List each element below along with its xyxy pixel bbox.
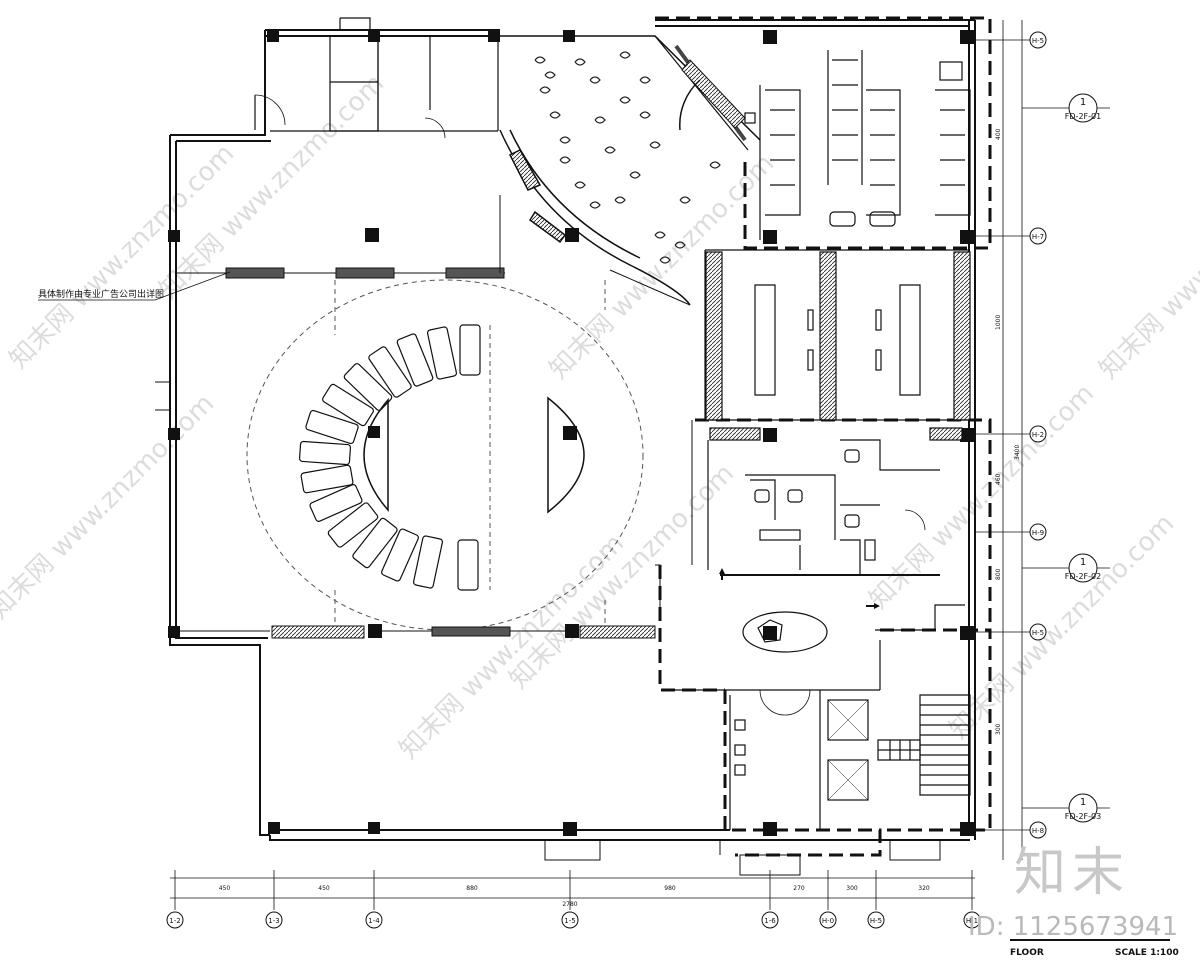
grid-label: H-7 (1032, 233, 1044, 241)
watermark-text: 知末网 www.znzmo.com (0, 389, 220, 625)
watermark-id: ID: 1125673941 (968, 912, 1179, 942)
dimension-label: 300 (846, 885, 858, 892)
grid-bubble (819, 911, 837, 929)
title-scale: SCALE 1:100 (1115, 948, 1179, 958)
lobby-reception (665, 604, 965, 691)
structural-columns (168, 30, 974, 836)
grid-bubble (867, 911, 885, 929)
grid-label: H-0 (822, 917, 834, 925)
grid-label: 1-2 (169, 917, 180, 925)
title-floor: FLOOR (1010, 948, 1044, 958)
grid-bubble (166, 911, 184, 929)
toilet-block-top (744, 50, 971, 240)
note-callout: 具体制作由专业广告公司出详图 (38, 271, 231, 301)
grid-label: 1-5 (564, 917, 575, 925)
grid-bubble (1029, 623, 1047, 641)
grid-label: H-5 (870, 917, 882, 925)
circulation-arrows (719, 568, 880, 609)
grid-label: 1-4 (368, 917, 380, 925)
title-block: FLOOR SCALE 1:100 (1010, 939, 1179, 958)
glass-partitions (176, 267, 565, 637)
dimension-label: 800 (995, 568, 1002, 580)
note-callout-text: 具体制作由专业广告公司出详图 (38, 288, 164, 300)
curved-hall (499, 35, 761, 306)
right-grid-axis (1002, 20, 1023, 860)
dimension-label: 270 (793, 885, 805, 892)
interior-lines (155, 195, 941, 876)
dimension-total: 2780 (562, 901, 577, 908)
dimension-label: 400 (995, 128, 1002, 140)
grid-bubble (365, 911, 383, 929)
grid-label: H-9 (1032, 529, 1044, 537)
stage-half-moons (363, 396, 585, 514)
section-ref-number: 1 (1080, 797, 1086, 808)
grid-bubble (1029, 821, 1047, 839)
section-ref-code: FD-2F-03 (1065, 812, 1101, 821)
dimension-label: 460 (995, 473, 1002, 485)
grid-bubble (1029, 227, 1047, 245)
section-ref-circle (1068, 93, 1098, 123)
grid-label: 1-6 (764, 917, 776, 925)
section-ref-circle (1068, 553, 1098, 583)
section-ref-code: FD-2F-02 (1065, 572, 1101, 581)
dimension-label: 300 (995, 723, 1002, 735)
grid-bubble (1029, 31, 1047, 49)
washrooms-mid (707, 439, 940, 576)
planter-boxes (271, 625, 656, 639)
grid-label: H-1 (966, 917, 978, 925)
section-ref-circle (1068, 793, 1098, 823)
dimension-label: 320 (918, 885, 930, 892)
bottom-grid-axis (170, 877, 975, 899)
watermark-repeat: 知末网 www.znzmo.com 知末网 www.znzmo.com 知末网 … (0, 69, 1200, 765)
grid-bubble (265, 911, 283, 929)
watermark-text: 知末网 www.znzmo.com (504, 459, 740, 695)
bottom-grid-bubbles: 1-2 1-3 1-4 1-5 1-6 H-0 H-5 H-1 450 450 880 980 270 3… (166, 870, 981, 929)
dimension-label: 450 (219, 885, 231, 892)
grid-bubble (1029, 425, 1047, 443)
watermark-text: 知末网 www.znzmo.com (1094, 149, 1200, 385)
section-ref-code: FD-2F-01 (1065, 112, 1101, 121)
watermark-logo: 知末 (1013, 843, 1130, 903)
grid-label: H-5 (1032, 629, 1044, 637)
grid-bubble (963, 911, 981, 929)
dimension-label: 450 (318, 885, 330, 892)
grid-label: H-5 (1032, 37, 1044, 45)
grid-bubble (761, 911, 779, 929)
hall-chairs (534, 51, 721, 264)
section-ref-number: 1 (1080, 97, 1086, 108)
watermark-text: 知末网 www.znzmo.com (944, 509, 1180, 745)
dimension-total: 3400 (1014, 445, 1021, 460)
dimension-label: 980 (664, 885, 676, 892)
central-oval (246, 279, 644, 631)
dimension-label: 880 (466, 885, 478, 892)
top-left-rooms (254, 17, 499, 139)
section-ref-number: 1 (1080, 557, 1086, 568)
elevators-stairs (729, 689, 971, 830)
grid-label: H-8 (1032, 827, 1044, 835)
grid-label: H-2 (1032, 431, 1044, 439)
grid-bubble (1029, 523, 1047, 541)
cinema-seating-ring (298, 324, 481, 591)
display-counters (704, 249, 971, 441)
dimension-label: 1000 (995, 315, 1002, 330)
grid-label: 1-3 (268, 917, 279, 925)
grid-bubble (561, 911, 579, 929)
